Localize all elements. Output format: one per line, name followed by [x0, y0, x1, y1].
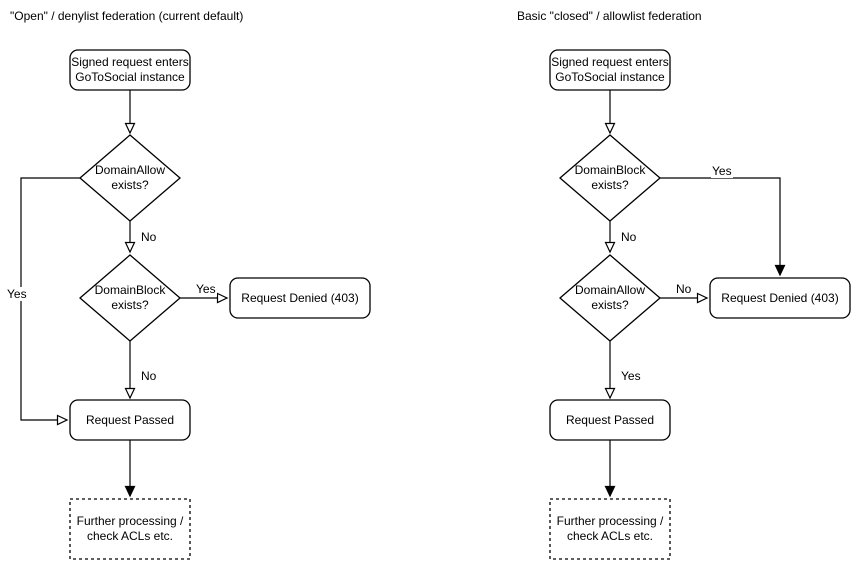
right-decision2-diamond [559, 254, 661, 342]
right-chart-title: Basic "closed" / allowlist federation [517, 9, 702, 23]
left-edge-label-decision1-no: No [140, 230, 158, 244]
right-further-box [549, 498, 671, 560]
right-start-box [549, 49, 671, 91]
right-edge-decision1-yes [660, 177, 786, 277]
left-decision1-diamond [79, 134, 181, 222]
left-edge-label-decision2-yes: Yes [195, 282, 217, 296]
left-chart-title: "Open" / denylist federation (current de… [10, 9, 244, 23]
left-further-box [69, 498, 191, 560]
right-edge-label-decision1-no: No [620, 230, 638, 244]
left-start-box [69, 49, 191, 91]
right-edge-label-decision2-no: No [675, 282, 693, 296]
right-edge-label-decision2-yes: Yes [620, 369, 642, 383]
left-passed-box [69, 399, 191, 441]
right-denied-box [709, 277, 851, 319]
right-edge-label-decision1-yes: Yes [711, 164, 733, 178]
right-passed-box [549, 399, 671, 441]
right-decision1-diamond [559, 134, 661, 222]
left-edge-decision1-yes [20, 177, 80, 426]
left-edge-label-decision2-no: No [140, 369, 158, 383]
left-decision2-diamond [79, 254, 181, 342]
left-denied-box [229, 277, 371, 319]
left-edge-label-decision1-yes: Yes [6, 287, 28, 301]
